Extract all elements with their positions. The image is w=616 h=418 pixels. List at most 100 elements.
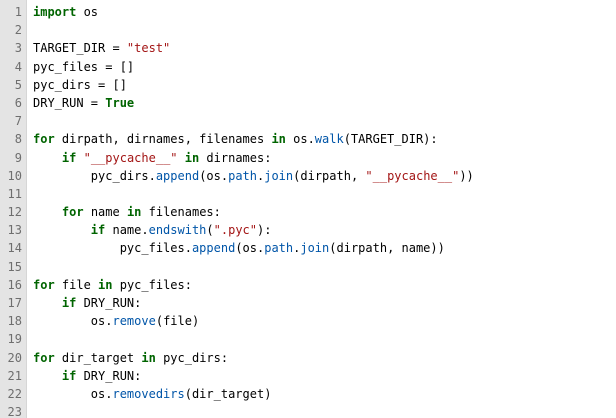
code-line[interactable]: 7: [0, 112, 616, 130]
function-token: path: [264, 241, 294, 256]
function-token: join: [300, 241, 330, 256]
keyword-token: for: [33, 277, 55, 292]
string-token: "__pycache__": [83, 150, 178, 165]
code-line[interactable]: 10 pyc_dirs.append(os.path.join(dirpath,…: [0, 167, 616, 185]
code-text: [33, 369, 62, 383]
code-line[interactable]: 22 os.removedirs(dir_target): [0, 385, 616, 403]
function-token: endswith: [148, 223, 207, 238]
keyword-token: if: [61, 368, 77, 383]
code-line[interactable]: 21 if DRY_RUN:: [0, 367, 616, 385]
code-line[interactable]: 23: [0, 403, 616, 418]
code-text: [33, 296, 62, 310]
keyword-token: in: [141, 350, 156, 365]
code-line[interactable]: 12 for name in filenames:: [0, 203, 616, 221]
code-text: os: [76, 5, 99, 19]
code-text: pyc_files = []: [33, 59, 135, 74]
function-token: walk: [314, 132, 344, 147]
line-number: 23: [7, 405, 22, 418]
code-text: filenames:: [141, 205, 221, 220]
code-text: .: [293, 241, 301, 256]
line-code: pyc_dirs.append(os.path.join(dirpath, "_…: [33, 167, 474, 185]
line-code: if DRY_RUN:: [33, 294, 141, 312]
code-text: TARGET_DIR =: [33, 41, 127, 56]
code-text: os.: [285, 132, 315, 147]
code-text: )): [459, 168, 474, 183]
code-text: [178, 151, 185, 165]
code-text: (os.: [235, 241, 265, 256]
line-number: 9: [14, 150, 22, 165]
line-number: 12: [7, 205, 22, 220]
line-code: for dirpath, dirnames, filenames in os.w…: [33, 130, 438, 148]
code-text: (dirpath,: [293, 168, 366, 183]
code-line[interactable]: 3 TARGET_DIR = "test": [0, 39, 616, 57]
code-text: ):: [257, 223, 272, 238]
string-token: ".pyc": [213, 223, 257, 238]
code-text: (os.: [199, 168, 229, 183]
line-code: if "__pycache__" in dirnames:: [33, 149, 272, 167]
line-number: 22: [7, 386, 22, 401]
keyword-token: for: [61, 205, 84, 220]
code-text: name.: [105, 223, 149, 238]
code-line[interactable]: 13 if name.endswith(".pyc"):: [0, 221, 616, 239]
line-number: 5: [14, 77, 22, 92]
line-code: TARGET_DIR = "test": [33, 39, 170, 57]
function-token: path: [228, 168, 257, 183]
code-text: [76, 151, 83, 165]
code-line[interactable]: 5 pyc_dirs = []: [0, 76, 616, 94]
code-line[interactable]: 15: [0, 258, 616, 276]
line-code: for name in filenames:: [33, 203, 221, 221]
line-code: import os: [33, 3, 98, 21]
keyword-token: in: [184, 150, 200, 165]
code-text: DRY_RUN:: [76, 368, 142, 383]
code-line[interactable]: 2: [0, 21, 616, 39]
line-number: 3: [14, 41, 22, 56]
line-number: 15: [7, 259, 22, 274]
code-line[interactable]: 18 os.remove(file): [0, 312, 616, 330]
string-token: "test": [126, 41, 171, 56]
string-token: "__pycache__": [365, 168, 460, 183]
line-number: 6: [14, 95, 22, 110]
code-line[interactable]: 11: [0, 185, 616, 203]
code-line[interactable]: 19: [0, 330, 616, 348]
code-text: (: [206, 223, 214, 238]
keyword-token: True: [105, 95, 135, 110]
line-number: 8: [14, 132, 22, 147]
line-number: 11: [7, 186, 22, 201]
code-line[interactable]: 9 if "__pycache__" in dirnames:: [0, 149, 616, 167]
code-text: os.: [33, 386, 113, 401]
code-text: (dirpath, name)): [329, 241, 445, 256]
code-line[interactable]: 8 for dirpath, dirnames, filenames in os.…: [0, 130, 616, 148]
code-text: file: [54, 277, 99, 292]
code-text: [33, 205, 62, 219]
code-line[interactable]: 17 if DRY_RUN:: [0, 294, 616, 312]
code-text: [33, 223, 91, 237]
line-code: pyc_dirs = []: [33, 76, 127, 94]
line-code: pyc_files = []: [33, 58, 134, 76]
line-code: pyc_files.append(os.path.join(dirpath, n…: [33, 239, 445, 257]
line-code: if DRY_RUN:: [33, 367, 141, 385]
code-text: name: [83, 205, 127, 220]
code-text: os.: [33, 314, 113, 329]
line-code: for file in pyc_files:: [33, 276, 192, 294]
code-line[interactable]: 16 for file in pyc_files:: [0, 276, 616, 294]
code-text: dir_target: [54, 350, 142, 365]
line-code: if name.endswith(".pyc"):: [33, 221, 272, 239]
code-text: pyc_dirs = []: [33, 77, 127, 92]
line-number: 20: [7, 350, 22, 365]
keyword-token: if: [90, 223, 106, 238]
code-text: [33, 151, 62, 165]
line-number: 16: [7, 277, 22, 292]
line-number: 14: [7, 241, 22, 256]
keyword-token: import: [33, 5, 77, 19]
code-text: (dir_target): [184, 386, 272, 401]
code-text: dirnames:: [199, 150, 272, 165]
line-number-gutter: [0, 0, 27, 418]
code-line[interactable]: 14 pyc_files.append(os.path.join(dirpath…: [0, 239, 616, 257]
function-token: remove: [112, 314, 156, 329]
